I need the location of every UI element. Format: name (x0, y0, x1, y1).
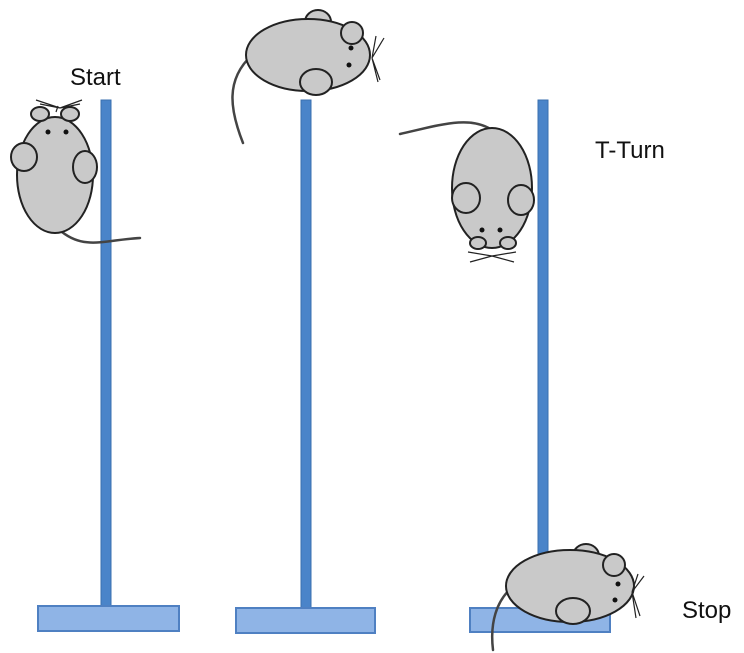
mouse-eye (480, 228, 485, 233)
mouse-ear (61, 107, 79, 121)
mouse-eye (46, 130, 51, 135)
mouse-eye (616, 582, 621, 587)
mouse-eye (64, 130, 69, 135)
mouse-paw (73, 151, 97, 183)
mouse-paw (508, 185, 534, 215)
mouse-paw (556, 598, 590, 624)
stage-turn: T-Turn Stop (400, 100, 731, 650)
mouse-eye (349, 46, 354, 51)
mouse-ear (470, 237, 486, 249)
label-start: Start (70, 64, 121, 91)
mouse-stop (492, 544, 644, 650)
mouse-paw (11, 143, 37, 171)
mouse-ear (31, 107, 49, 121)
pole-2 (301, 100, 311, 615)
label-t-turn: T-Turn (595, 137, 665, 164)
pole-3 (538, 100, 548, 615)
pole-1 (101, 100, 111, 615)
mouse-whiskers (468, 252, 516, 262)
pole-base-1 (38, 606, 179, 631)
mouse-eye (498, 228, 503, 233)
mouse-eye (347, 63, 352, 68)
mouse-paw (452, 183, 480, 213)
mouse-ear (341, 22, 363, 44)
mouse-ear (500, 237, 516, 249)
mouse-start (11, 100, 140, 243)
mouse-eye (613, 598, 618, 603)
mouse-turn (400, 122, 534, 262)
label-stop: Stop (682, 597, 731, 624)
mouse-whiskers (372, 36, 384, 82)
stage-start: Start (11, 64, 179, 631)
mouse-ear (603, 554, 625, 576)
mouse-paw (300, 69, 332, 95)
pole-base-2 (236, 608, 375, 633)
stage-top (232, 10, 384, 633)
